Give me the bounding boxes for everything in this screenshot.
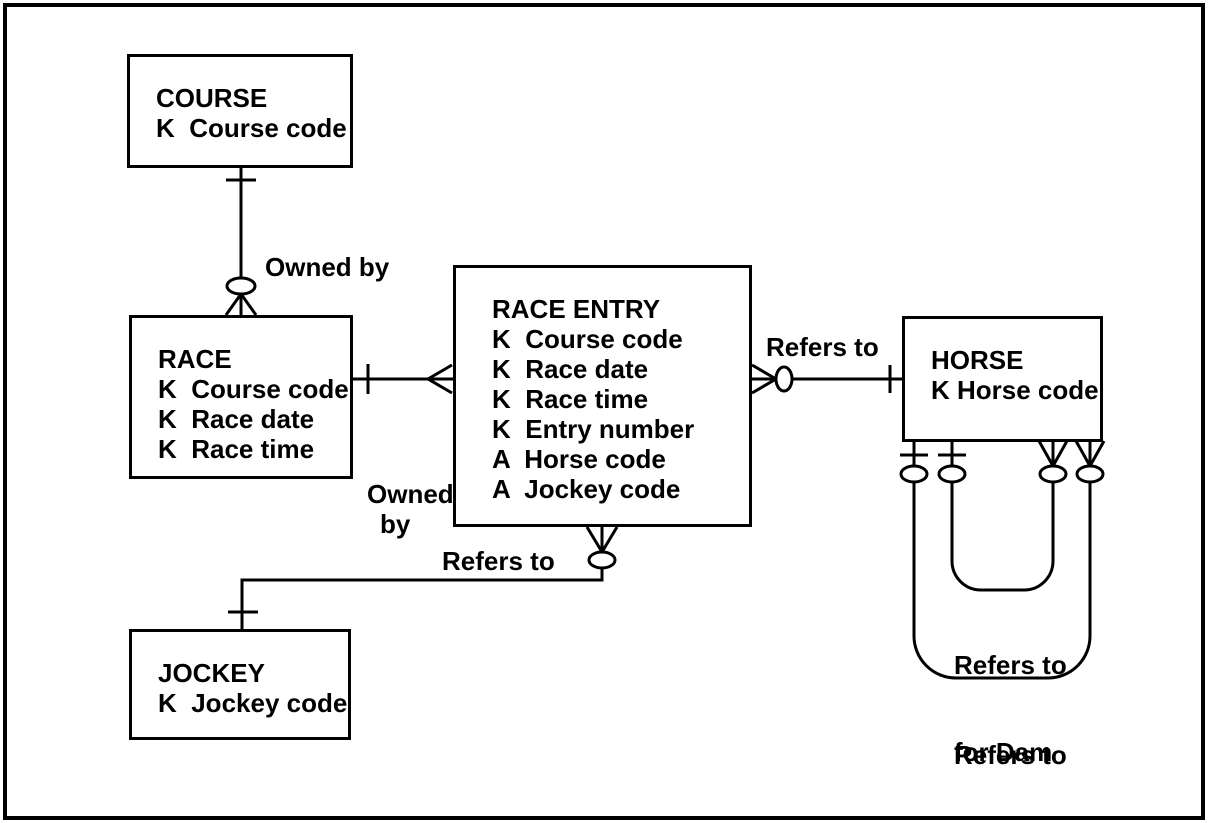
label-horse-dam-line2: for Dam: [954, 737, 1053, 767]
entity-race-title: RACE: [158, 344, 232, 374]
optional-oval-sire-right-icon: [1075, 464, 1105, 484]
crow-foot-race-entry-bottom-icon: [585, 526, 619, 553]
entity-race-entry: RACE ENTRY K Course code K Race date K R…: [453, 265, 752, 527]
label-race-owns-race-entry-line1: Owned: [367, 479, 454, 509]
optionality-ovals: [225, 276, 1105, 570]
entity-course: COURSE K Course code: [127, 54, 353, 168]
optional-oval-race-entry-horse-icon: [774, 365, 794, 393]
label-race-entry-refers-jockey: Refers to: [442, 546, 555, 576]
label-horse-sire-line1: Refers to: [954, 740, 1067, 770]
line-race-entry-jockey: [240, 527, 604, 629]
entity-horse: HORSE K Horse code: [902, 316, 1103, 442]
entity-race-attr: K Race date: [158, 404, 315, 434]
label-horse-dam: Refers to for Dam: [954, 593, 1067, 823]
connector-race-race-entry: [353, 363, 453, 395]
entity-jockey: JOCKEY K Jockey code: [129, 629, 351, 740]
optional-oval-race-entry-jockey-icon: [587, 550, 617, 570]
crow-foot-race-entry-side-icon: [751, 363, 777, 395]
label-course-owns-race: Owned by: [265, 252, 390, 282]
label-race-entry-refers-horse: Refers to: [766, 332, 879, 362]
crow-foot-dam-right-icon: [1037, 440, 1069, 467]
entity-race-entry-attr: A Jockey code: [492, 474, 681, 504]
entity-race-entry-attr: K Entry number: [492, 414, 695, 444]
label-horse-dam-line1: Refers to: [954, 650, 1067, 680]
crow-foot-race-end-icon: [224, 293, 258, 316]
entity-race-entry-attr: K Race time: [492, 384, 649, 414]
entity-race: RACE K Course code K Race date K Race ti…: [129, 315, 353, 479]
entity-jockey-attr: K Jockey code: [158, 688, 348, 718]
dam-loop-line: [950, 442, 1055, 592]
label-race-owns-race-entry-line2: by: [380, 509, 411, 539]
crow-foot-race-entry-end-icon: [427, 363, 453, 395]
entity-race-entry-attr: K Race date: [492, 354, 649, 384]
optional-oval-dam-left-icon: [937, 464, 967, 484]
entity-race-entry-attr: K Course code: [492, 324, 683, 354]
optional-oval-course-race-icon: [225, 276, 257, 296]
crow-foot-sire-right-icon: [1074, 440, 1106, 467]
connector-race-entry-jockey: [228, 526, 619, 629]
optional-oval-dam-right-icon: [1038, 464, 1068, 484]
entity-course-attr: K Course code: [156, 113, 347, 143]
entity-course-title: COURSE: [156, 83, 268, 113]
entity-race-entry-attr: A Horse code: [492, 444, 666, 474]
entity-horse-title: HORSE: [931, 345, 1024, 375]
entity-jockey-title: JOCKEY: [158, 658, 265, 688]
entity-race-entry-title: RACE ENTRY: [492, 294, 661, 324]
diagram-border-frame: [3, 3, 1205, 820]
connector-horse-sire-loop: [900, 440, 1106, 680]
entity-race-attr: K Course code: [158, 374, 349, 404]
sire-loop-line: [912, 442, 1092, 680]
entity-horse-attr: K Horse code: [931, 375, 1099, 405]
connector-horse-dam-loop: [938, 440, 1069, 592]
label-horse-sire: Refers to for Sire: [954, 683, 1067, 823]
entity-race-attr: K Race time: [158, 434, 315, 464]
optional-oval-sire-left-icon: [899, 464, 929, 484]
